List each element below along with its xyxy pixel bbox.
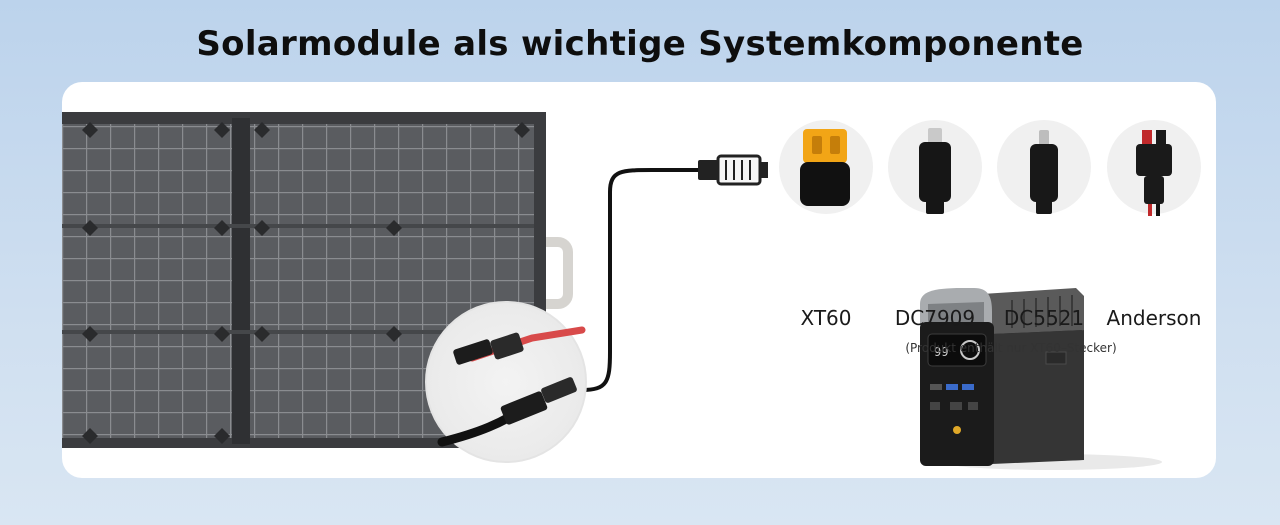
power-station: [920, 288, 1162, 470]
connector-label-xt60: XT60: [800, 306, 852, 330]
page-title: Solarmodule als wichtige Systemkomponent…: [196, 24, 1084, 64]
mc4-connector-closeup: [425, 301, 587, 463]
connector-label-dc5521: DC5521: [1003, 306, 1085, 330]
connector-note: (Produkt enthält nur XT60–Stecker): [905, 341, 1117, 355]
xt60-connector-icon: [779, 120, 873, 214]
product-illustration: 99: [62, 112, 1201, 470]
charging-cable: [581, 168, 702, 392]
power-station-display: 99: [934, 345, 948, 359]
connector-label-dc7909: DC7909: [894, 306, 976, 330]
anderson-connector-icon: [1107, 120, 1201, 216]
product-card: 99 XT60 DC7909 DC5521 Anderson (Produkt …: [62, 82, 1216, 478]
dc7909-connector-icon: [888, 120, 982, 214]
dc5521-connector-icon: [997, 120, 1091, 214]
cable-plug-icon: [698, 154, 768, 186]
connector-label-anderson: Anderson: [1106, 306, 1202, 330]
